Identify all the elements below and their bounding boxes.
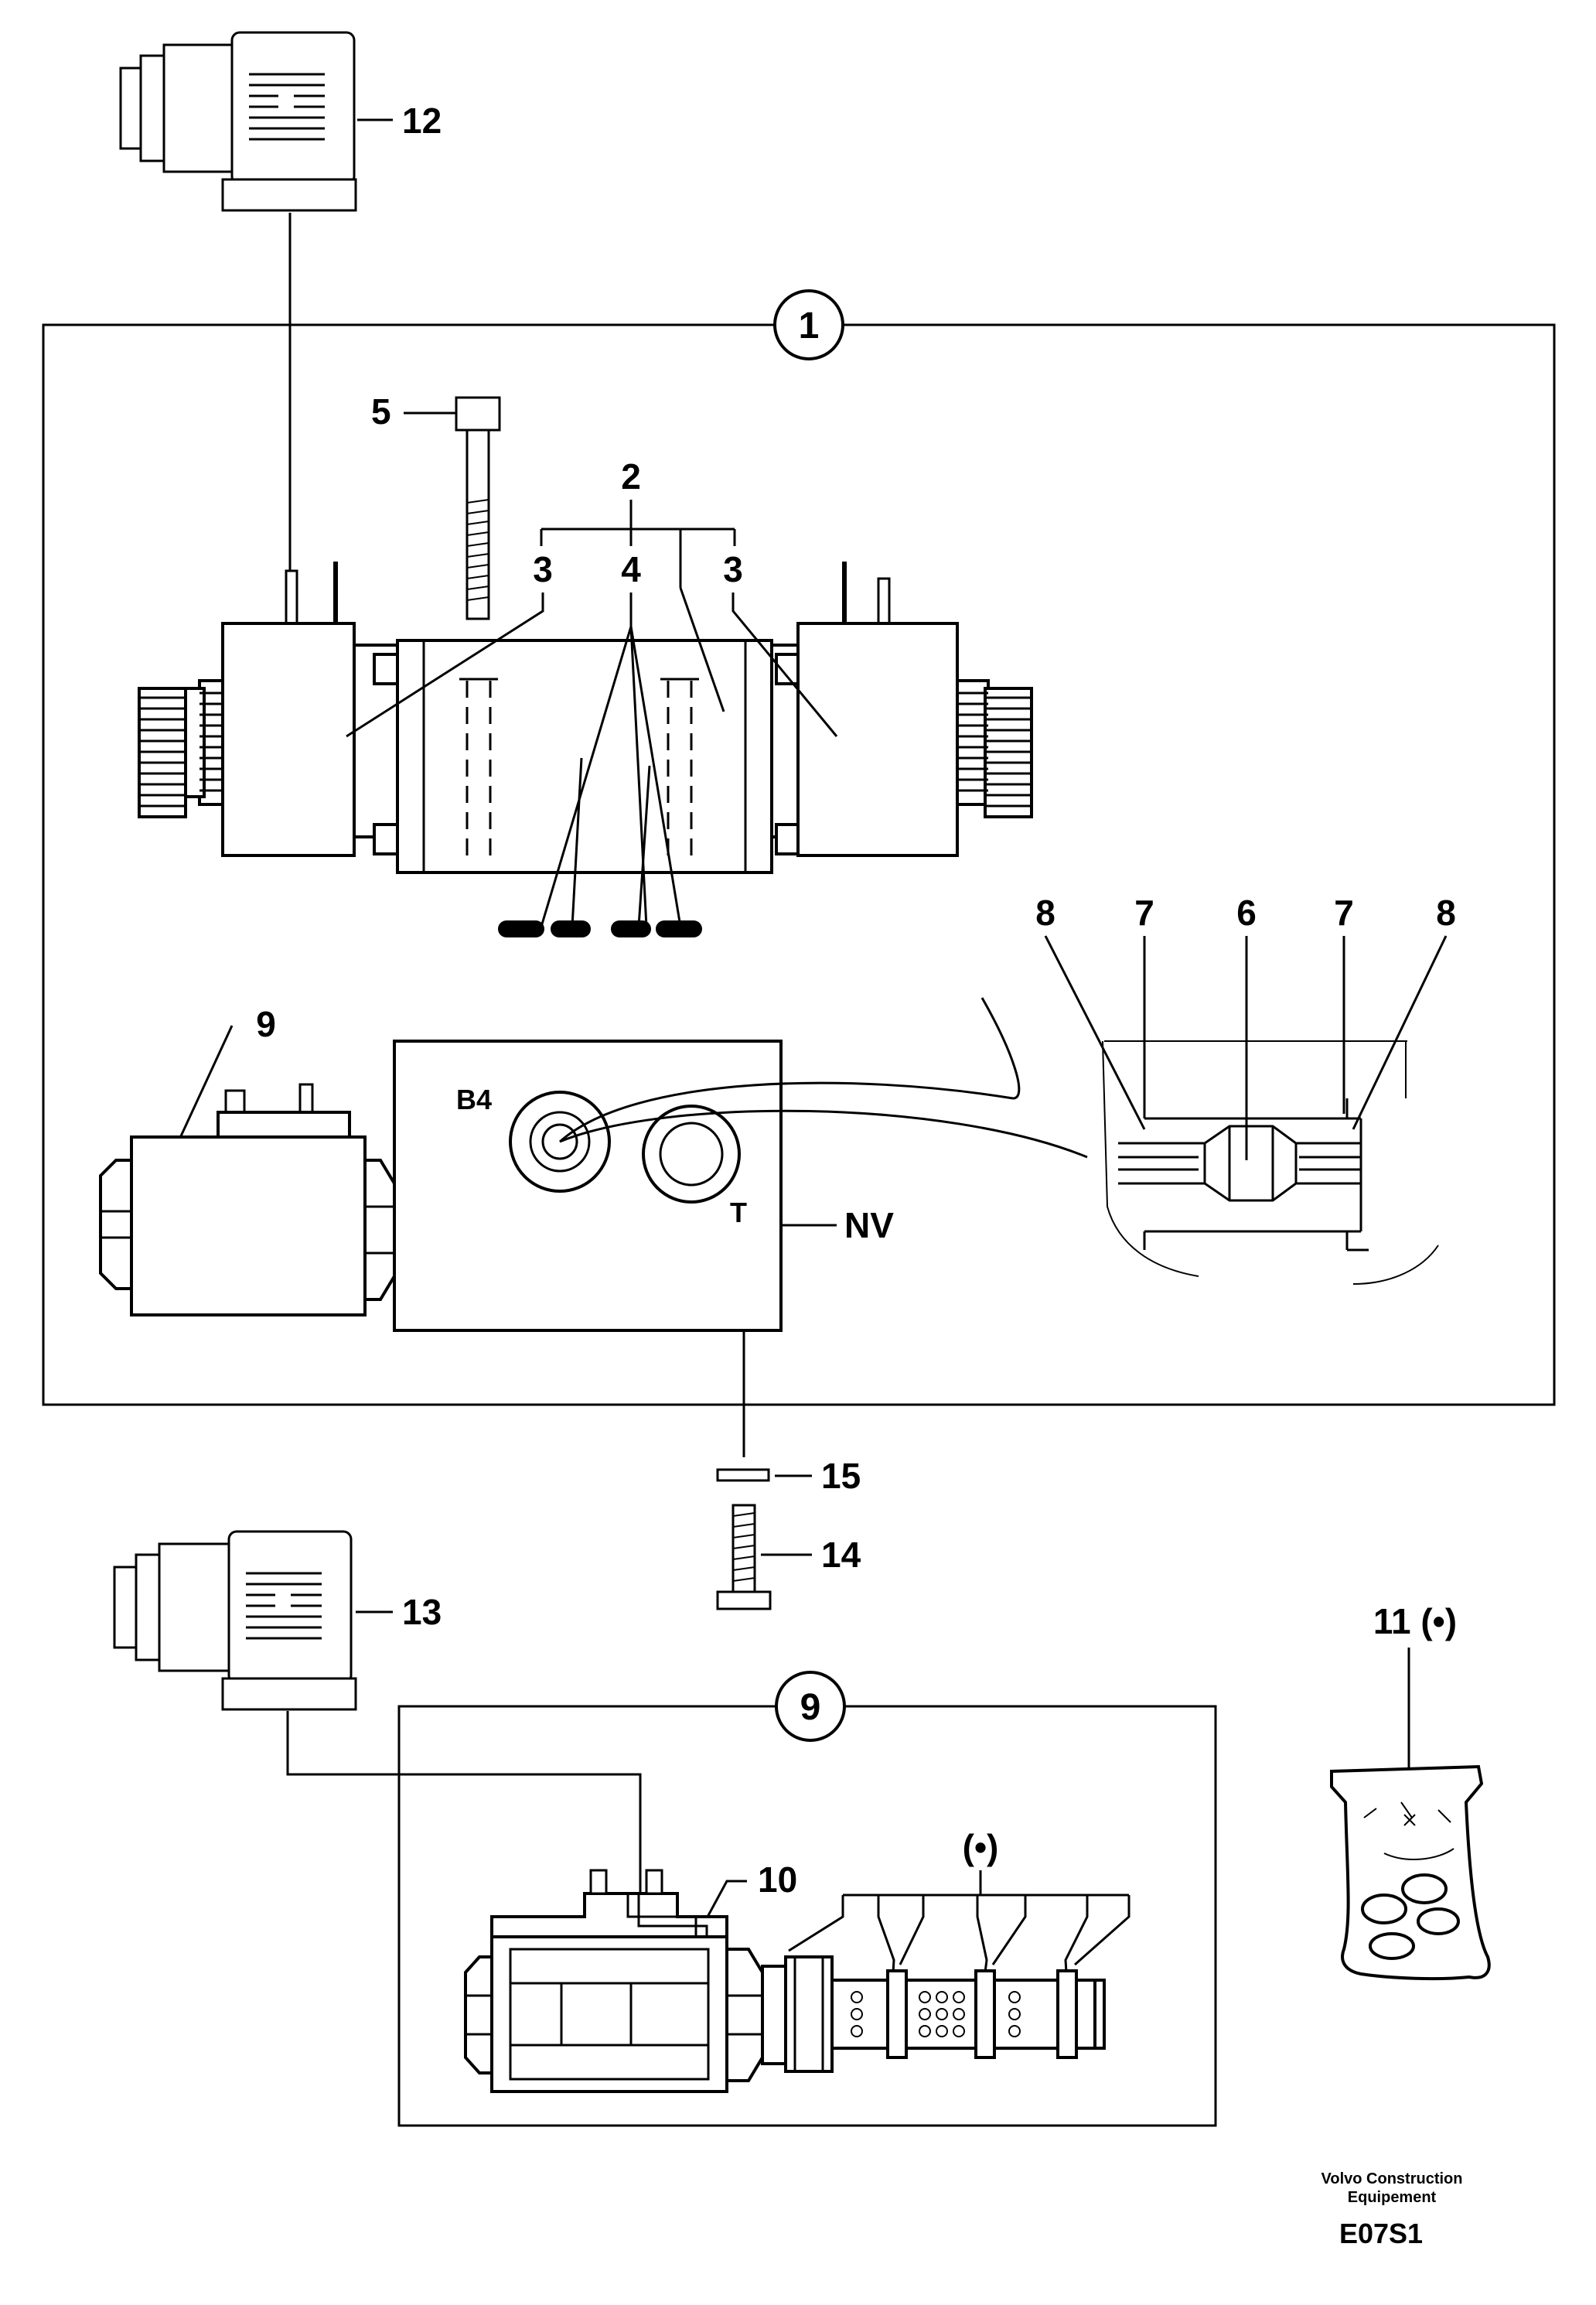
callout-dot: (•) (963, 1827, 999, 1867)
callout-8-right: 8 (1436, 893, 1456, 933)
callout-7-right: 7 (1334, 893, 1354, 933)
spool-holes (851, 1991, 1021, 2037)
callout-circle-1 (773, 289, 844, 360)
maker-line-2: Equipement (1348, 2189, 1437, 2206)
callout-2: 2 (621, 456, 641, 497)
callout-1: 1 (799, 306, 820, 347)
diagram-code: E07S1 (1339, 2218, 1423, 2249)
callout-11: 11 (•) (1373, 1601, 1457, 1641)
washer-15 (716, 1468, 770, 1482)
solenoid-10 (464, 1869, 1106, 2093)
directional-valve (138, 562, 1033, 874)
callout-8-left: 8 (1035, 893, 1055, 933)
callout-3-left: 3 (533, 549, 553, 589)
callout-10: 10 (758, 1859, 797, 1900)
callout-5: 5 (371, 391, 391, 432)
seal-kit-bag-11 (1330, 1764, 1491, 1981)
port-detail-view (980, 935, 1448, 1285)
callout-7-left: 7 (1134, 893, 1154, 933)
port-b4-label: B4 (456, 1084, 492, 1115)
solenoid-9 (99, 1083, 396, 1316)
nv-label: NV (844, 1205, 894, 1245)
connector-plug-12 (119, 31, 357, 212)
screw-14 (716, 1504, 772, 1610)
maker-line-1: Volvo Construction (1321, 2170, 1463, 2187)
callout-9-top: 9 (256, 1004, 276, 1044)
port-t-label: T (730, 1197, 747, 1228)
callout-6: 6 (1236, 893, 1257, 933)
callout-3-right: 3 (723, 549, 743, 589)
callout-13: 13 (402, 1592, 442, 1632)
callout-14: 14 (821, 1535, 861, 1575)
callout-15: 15 (821, 1456, 861, 1496)
callout-4: 4 (621, 549, 641, 589)
o-rings-4 (498, 920, 702, 937)
connector-plug-13 (113, 1530, 357, 1711)
bolt-5 (455, 396, 501, 620)
callout-circle-9 (775, 1671, 846, 1742)
callout-9-frame: 9 (800, 1687, 821, 1728)
nv-valve-block (393, 1040, 783, 1332)
callout-12: 12 (402, 101, 442, 141)
